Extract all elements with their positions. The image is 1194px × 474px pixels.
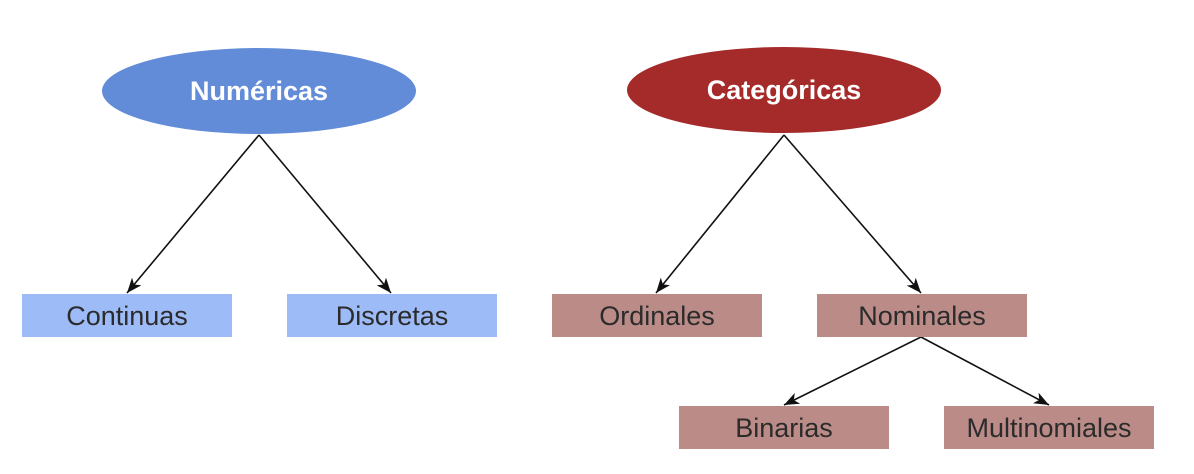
categoricas-label: Categóricas: [707, 75, 862, 105]
multinomiales-box: [944, 406, 1154, 449]
edge-categoricas-nominales: [783, 134, 922, 294]
ordinales-box: [552, 294, 762, 337]
continuas-label: Continuas: [66, 301, 188, 331]
binarias-box: [679, 406, 889, 449]
node-continuas: Continuas: [22, 294, 232, 337]
nominales-box: [817, 294, 1027, 337]
edge-numericas-continuas: [126, 134, 260, 294]
node-multinomiales: Multinomiales: [944, 406, 1154, 449]
edge-categoricas-ordinales: [655, 134, 785, 294]
node-binarias: Binarias: [679, 406, 889, 449]
nominales-label: Nominales: [858, 301, 986, 331]
ordinales-label: Ordinales: [599, 301, 715, 331]
edge-nominales-binarias: [783, 336, 922, 406]
binarias-label: Binarias: [735, 413, 833, 443]
numericas-ellipse: [102, 48, 416, 134]
node-nominales: Nominales: [817, 294, 1027, 337]
discretas-label: Discretas: [336, 301, 449, 331]
edges: [126, 134, 1050, 406]
node-discretas: Discretas: [287, 294, 497, 337]
discretas-box: [287, 294, 497, 337]
continuas-box: [22, 294, 232, 337]
edge-nominales-multinomiales: [920, 336, 1050, 406]
multinomiales-label: Multinomiales: [966, 413, 1131, 443]
numericas-label: Numéricas: [190, 76, 328, 106]
edge-numericas-discretas: [258, 134, 392, 294]
categoricas-ellipse: [627, 47, 941, 133]
node-categoricas: Categóricas: [627, 47, 941, 133]
node-numericas: Numéricas: [102, 48, 416, 134]
node-ordinales: Ordinales: [552, 294, 762, 337]
